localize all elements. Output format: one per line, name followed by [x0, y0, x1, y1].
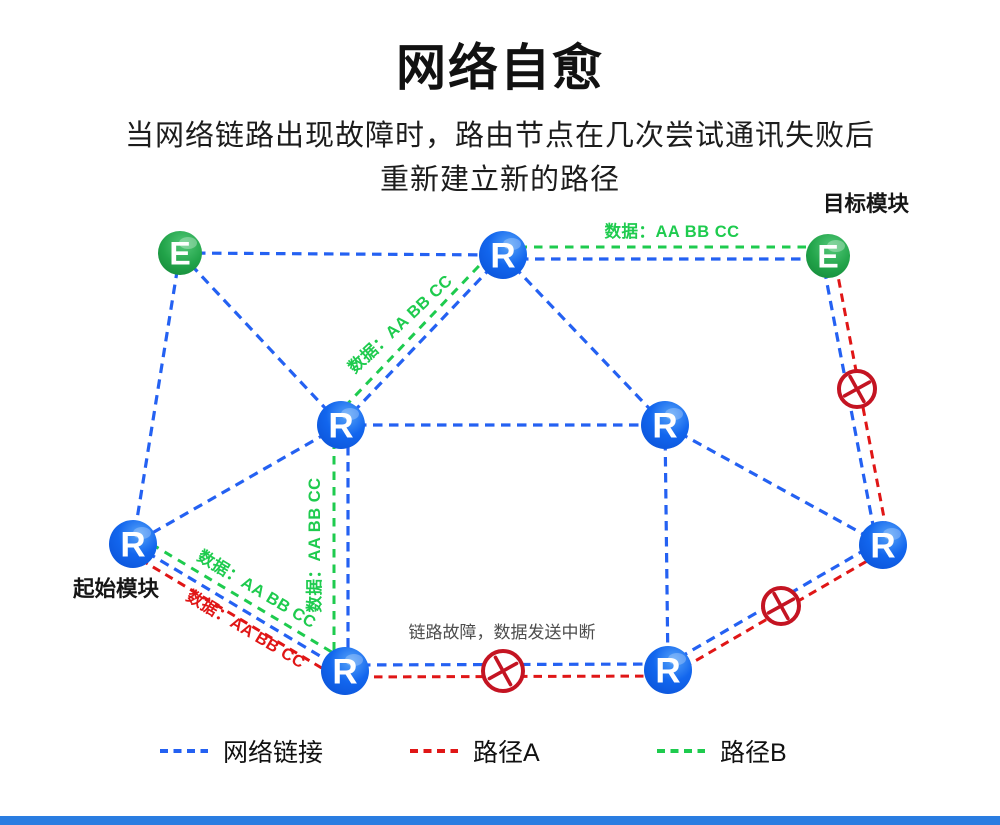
legend-item-network-link: 网络链接 — [160, 731, 323, 771]
node-router-mid-right: R — [641, 401, 689, 449]
link-failure-text: 链路故障，数据发送中断 — [409, 623, 596, 642]
link-e1-r4 — [131, 252, 182, 545]
legend-label-path-b: 路径B — [720, 739, 787, 767]
link-r7-r5 — [664, 539, 881, 668]
link-failure-marker-right — [761, 586, 801, 626]
green-dash-swatch — [657, 749, 705, 753]
blue-dash-swatch — [160, 749, 208, 753]
path-a-r4-r6 — [127, 550, 341, 681]
link-r3-r7 — [663, 424, 670, 671]
svg-text:R: R — [332, 653, 357, 692]
node-router-top-center: R — [479, 231, 527, 279]
nodes: E R E R R — [109, 231, 907, 695]
svg-text:E: E — [169, 236, 190, 272]
svg-text:E: E — [817, 239, 838, 275]
network-links — [131, 251, 884, 673]
page-title: 网络自愈 — [396, 40, 604, 96]
node-router-bottom-right: R — [644, 646, 692, 694]
legend: 网络链接 路径A 路径B — [0, 731, 1000, 771]
path-b-green — [137, 245, 828, 666]
node-router-source: R — [109, 520, 157, 568]
failure-markers — [481, 369, 877, 693]
node-router-mid-left: R — [317, 401, 365, 449]
link-r3-r5 — [664, 423, 884, 547]
source-module-label: 起始模块 — [72, 576, 160, 601]
data-packet-label-vertical: 数据：AA BB CC — [304, 477, 324, 612]
data-packet-label-top: 数据：AA BB CC — [604, 221, 739, 241]
svg-text:R: R — [490, 237, 515, 276]
node-router-bottom-left: R — [321, 647, 369, 695]
path-b-r4-r6 — [137, 534, 351, 665]
link-r2-r4 — [132, 423, 342, 546]
footer-accent-bar — [0, 816, 1000, 825]
node-router-far-right: R — [859, 521, 907, 569]
node-endpoint-target: E — [806, 234, 850, 278]
legend-label-path-a: 路径A — [473, 739, 540, 767]
subtitle-line-2: 重新建立新的路径 — [379, 164, 620, 196]
link-r1-r2 — [339, 253, 505, 427]
legend-item-path-a: 路径A — [410, 731, 540, 771]
svg-text:R: R — [655, 652, 680, 691]
link-e1-r1 — [179, 251, 504, 257]
link-r1-r3 — [501, 253, 667, 427]
svg-text:R: R — [652, 407, 677, 446]
link-failure-marker-top — [837, 369, 877, 409]
legend-label-network-link: 网络链接 — [223, 739, 324, 767]
red-dash-swatch — [410, 749, 458, 753]
link-e1-r2 — [178, 251, 343, 427]
link-r4-r6 — [132, 542, 346, 673]
target-module-label: 目标模块 — [823, 191, 910, 216]
subtitle-line-1: 当网络链路出现故障时，路由节点在几次尝试通讯失败后 — [124, 120, 875, 152]
legend-item-path-b: 路径B — [657, 731, 787, 771]
path-b-r2-r1 — [332, 246, 498, 420]
svg-text:R: R — [870, 527, 895, 566]
node-endpoint-top-left: E — [158, 231, 202, 275]
link-failure-marker-bottom — [481, 649, 525, 693]
svg-text:R: R — [328, 407, 353, 446]
svg-text:R: R — [120, 526, 145, 565]
